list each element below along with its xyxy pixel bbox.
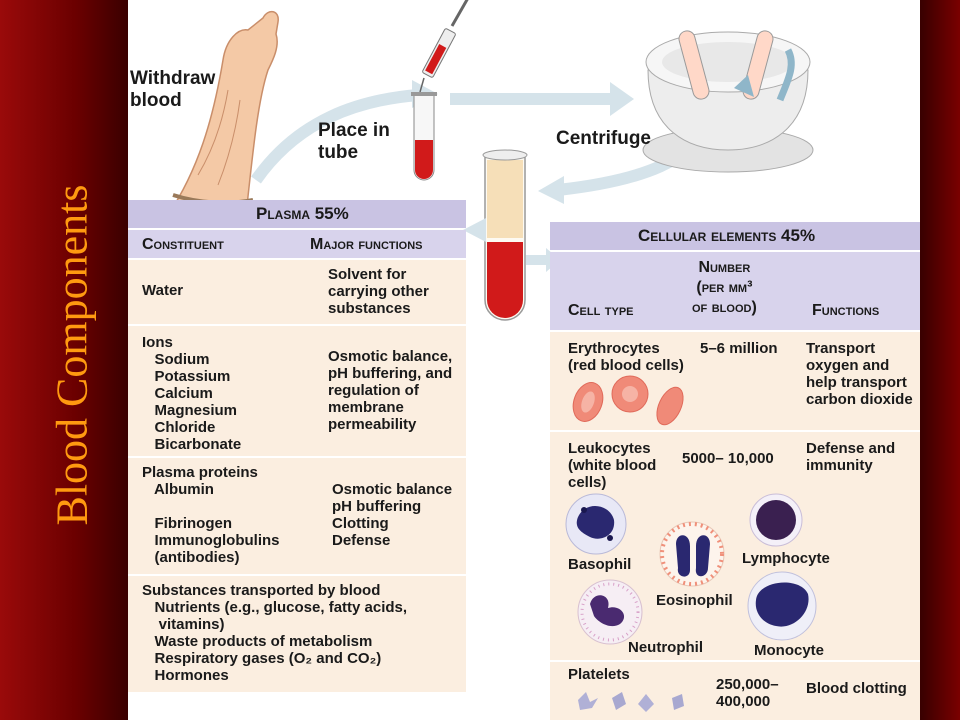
plasma-columns: Constituent Major functions: [128, 230, 466, 258]
platelets-type: Platelets: [568, 666, 630, 683]
eosinophil-icon: [659, 521, 725, 587]
arrow-tube-to-centrifuge: [450, 93, 610, 105]
plasma-row-proteins-functions: Osmotic balance pH buffering Clotting De…: [332, 481, 453, 549]
arrow-withdraw-to-tube: [251, 89, 419, 184]
row-divider: [128, 324, 466, 326]
row-divider: [550, 660, 920, 662]
col-major-functions: Major functions: [310, 236, 423, 253]
syringe-icon: [419, 0, 469, 93]
leukocytes-functions: Defense and immunity: [806, 440, 896, 474]
step-centrifuge-label: Centrifuge: [556, 128, 651, 149]
red-blood-cell-icon: [572, 375, 684, 426]
plasma-row-ions-functions: Osmotic balance, pH buffering, and regul…: [328, 348, 453, 433]
plasma-row-water-functions: Solvent for carrying other substances: [328, 266, 429, 317]
plasma-body: Water Solvent for carrying other substan…: [128, 260, 466, 692]
step-withdraw-label: Withdraw blood: [130, 68, 216, 111]
side-title: Blood Components: [47, 184, 97, 526]
row-divider: [128, 456, 466, 458]
centrifuge-icon: [642, 30, 814, 173]
col-functions: Functions: [812, 302, 880, 319]
platelets-number: 250,000– 400,000: [716, 676, 779, 710]
cell-illustrations: [565, 375, 817, 712]
neutrophil-label: Neutrophil: [628, 639, 703, 656]
cellular-columns: Cell type Number (per mm³ of blood) Func…: [550, 252, 920, 330]
row-divider: [550, 430, 920, 432]
arrow-head: [610, 82, 634, 116]
lymphocyte-icon: [749, 493, 803, 547]
procedure-illustration: [166, 0, 814, 321]
platelets-functions: Blood clotting: [806, 680, 907, 697]
col-cell-type: Cell type: [568, 302, 634, 319]
col-number: Number (per mm³ of blood): [692, 259, 757, 316]
arrow-to-plasma: [463, 218, 486, 242]
cellular-header: Cellular elements 45%: [550, 222, 920, 250]
arrow-to-cells: [526, 255, 546, 265]
plasma-row-substances-constituent: Substances transported by blood Nutrient…: [142, 582, 408, 684]
arm-illustration: [166, 10, 279, 216]
eosinophil-label: Eosinophil: [656, 592, 733, 609]
leukocytes-number: 5000– 10,000: [682, 450, 774, 467]
col-constituent: Constituent: [142, 236, 224, 253]
plasma-row-proteins-constituent: Plasma proteins Albumin Fibrinogen Immun…: [142, 464, 280, 566]
monocyte-label: Monocyte: [754, 642, 825, 659]
basophil-icon: [565, 493, 627, 555]
small-test-tube: [411, 92, 437, 181]
row-divider: [128, 574, 466, 576]
neutrophil-icon: [577, 579, 643, 645]
platelet-icon: [578, 692, 684, 712]
erythrocytes-type: Erythrocytes (red blood cells): [568, 340, 684, 374]
plasma-title: Plasma 55%: [256, 204, 349, 223]
monocyte-icon: [747, 571, 817, 641]
erythrocytes-functions: Transport oxygen and help transport carb…: [806, 340, 913, 408]
step-place-label: Place in tube: [318, 120, 390, 163]
plasma-header: Plasma 55%: [128, 200, 466, 228]
arrow-head: [538, 176, 564, 204]
leukocytes-type: Leukocytes (white blood cells): [568, 440, 657, 491]
erythrocytes-number: 5–6 million: [700, 340, 778, 357]
separated-blood-tube: [482, 149, 528, 321]
cellular-body: Erythrocytes (red blood cells) 5–6 milli…: [550, 332, 920, 720]
basophil-label: Basophil: [568, 556, 632, 573]
plasma-row-water-constituent: Water: [142, 282, 184, 299]
cellular-title: Cellular elements 45%: [638, 226, 816, 245]
lymphocyte-label: Lymphocyte: [742, 550, 830, 567]
diagram-panel: Withdraw blood Place in tube Centrifuge …: [128, 0, 920, 720]
plasma-row-ions-constituent: Ions Sodium Potassium Calcium Magnesium …: [142, 334, 242, 453]
